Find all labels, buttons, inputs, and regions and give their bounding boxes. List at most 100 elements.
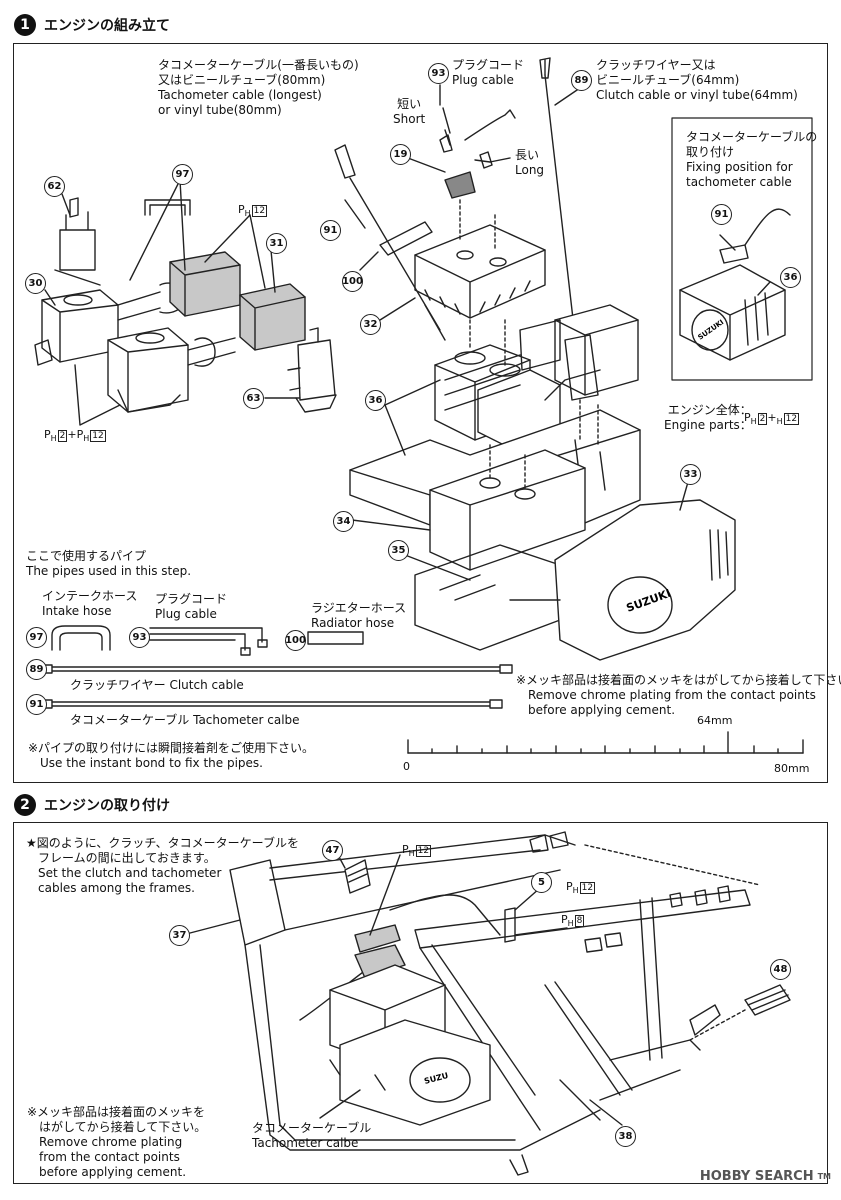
chrome-note-step2-jp1: ※メッキ部品は接着面のメッキを [27,1105,206,1119]
callout-37: 37 [169,925,190,946]
instant-bond-en: Use the instant bond to fix the pipes. [40,756,263,770]
clutch-wire-jp1: クラッチワイヤー又は [596,58,716,72]
fixing-en2: tachometer cable [686,175,792,189]
clutch-wire-label: クラッチワイヤー又は ビニールチューブ(64mm) Clutch cable o… [596,58,798,103]
clutch-cable-legend-label: クラッチワイヤー Clutch cable [70,678,244,692]
callout-93: 93 [428,63,449,84]
fixing-jp2: 取り付け [686,145,735,159]
step1-header: 1 エンジンの組み立て [14,14,170,36]
pipes-heading-jp: ここで使用するパイプ [26,549,147,563]
short-en: Short [393,112,426,126]
chrome-note-step2: ※メッキ部品は接着面のメッキを はがしてから接着して下さい。 Remove ch… [27,1105,206,1180]
step2-title: エンジンの取り付け [44,798,170,814]
callout-36: 36 [365,390,386,411]
chrome-note-step2-jp2: はがしてから接着して下さい。 [39,1120,207,1134]
tacho-cable-jp1: タコメーターケーブル(一番長いもの) [158,58,359,72]
intake-hose-jp: インテークホース [42,589,138,603]
callout-35: 35 [388,540,409,561]
long-jp: 長い [515,148,540,162]
fixing-en1: Fixing position for [686,160,793,174]
plug-cable-legend-en: Plug cable [155,607,217,621]
step2-header: 2 エンジンの取り付け [14,794,170,816]
tacho-cable-step2-label: タコメーターケーブル Tachometer calbe [252,1121,371,1151]
carburetor-assembly-drawing [34,179,337,426]
callout-47: 47 [322,840,343,861]
chrome-note-step2-en3: before applying cement. [39,1165,187,1179]
step2-number: 2 [14,794,36,816]
chrome-note-step1-en2: before applying cement. [528,703,676,717]
radiator-hose-jp: ラジエターホース [311,601,407,615]
intake-hose-en: Intake hose [42,604,112,618]
long-label: 長い Long [515,148,544,178]
ph-box: 12 [90,430,106,442]
cable-routing-en1: Set the clutch and tachometer [38,866,222,880]
step2-frame [13,822,828,1184]
fixing-jp1: タコメーターケーブルの [686,130,818,144]
chrome-note-step1-en1: Remove chrome plating from the contact p… [528,688,816,702]
plus-sign: + [67,428,77,441]
callout-97-legend: 97 [26,627,47,648]
tacho-fixing-inset [671,117,813,381]
tacho-cable-label: タコメーターケーブル(一番長いもの) 又はビニールチューブ(80mm) Tach… [158,58,359,118]
ph-box: 8 [574,915,585,927]
cable-routing-jp2: フレームの間に出しておきます。 [38,851,216,865]
cable-routing-jp1: ★図のように、クラッチ、タコメーターケーブルを [26,836,299,850]
chrome-note-step2-en1: Remove chrome plating [39,1135,183,1149]
tacho-cable-legend-label: タコメーターケーブル Tachometer calbe [70,713,300,727]
callout-5: 5 [531,872,552,893]
cable-routing-note: ★図のように、クラッチ、タコメーターケーブルを フレームの間に出しておきます。 … [26,836,299,896]
instant-bond-jp: ※パイプの取り付けには瞬間接着剤をご使用下さい。 [28,741,315,755]
callout-91-inset: 91 [711,204,732,225]
ph-box: 12 [415,845,432,857]
callout-89: 89 [571,70,592,91]
hobby-search-brand: HOBBY SEARCH [699,1169,814,1184]
ph-box: 12 [579,882,596,894]
hobby-search-trademark: TM [817,1172,831,1181]
tacho-cable-jp2: 又はビニールチューブ(80mm) [158,73,326,87]
tacho-cable-en2: or vinyl tube(80mm) [158,103,282,117]
clutch-wire-en: Clutch cable or vinyl tube(64mm) [596,88,798,102]
long-en: Long [515,163,545,177]
callout-100: 100 [342,271,363,292]
callout-32: 32 [360,314,381,335]
engine-block-drawing [334,57,736,661]
plug-cord-en: Plug cable [452,73,514,87]
tacho-cable-step2-jp: タコメーターケーブル [252,1121,372,1135]
scale-zero: 0 [403,760,410,773]
tacho-cable-en1: Tachometer cable (longest) [158,88,322,102]
callout-63: 63 [243,388,264,409]
callout-30: 30 [25,273,46,294]
ph-box: 12 [783,413,800,425]
short-label: 短い Short [393,97,425,127]
intake-hose-label: インテークホース Intake hose [42,589,137,619]
short-jp: 短い [397,97,422,111]
chrome-note-step2-en2: from the contact points [39,1150,180,1164]
pipes-heading: ここで使用するパイプ The pipes used in this step. [26,549,191,579]
ph-box: 2 [757,413,768,425]
chrome-note-step1-jp: ※メッキ部品は接着面のメッキをはがしてから接着して下さい。 [516,673,841,687]
scale-80mm: 80mm [774,762,810,775]
tacho-fixing-drawing [679,208,791,361]
callout-19: 19 [390,144,411,165]
plug-cable-legend-label: プラグコード Plug cable [155,592,227,622]
callout-93-legend: 93 [129,627,150,648]
step1-title: エンジンの組み立て [44,18,170,34]
callout-48: 48 [770,959,791,980]
step1-frame [13,43,828,783]
scale-64mm: 64mm [697,714,733,727]
tacho-cable-step2-en: Tachometer calbe [252,1136,359,1150]
engine-parts-en: Engine parts： [664,418,752,432]
radiator-hose-label: ラジエターホース Radiator hose [311,601,406,631]
callout-31: 31 [266,233,287,254]
engine-parts-jp: エンジン全体： [667,403,752,417]
plug-cord-jp: プラグコード [452,58,525,72]
callout-34: 34 [333,511,354,532]
callout-91: 91 [320,220,341,241]
